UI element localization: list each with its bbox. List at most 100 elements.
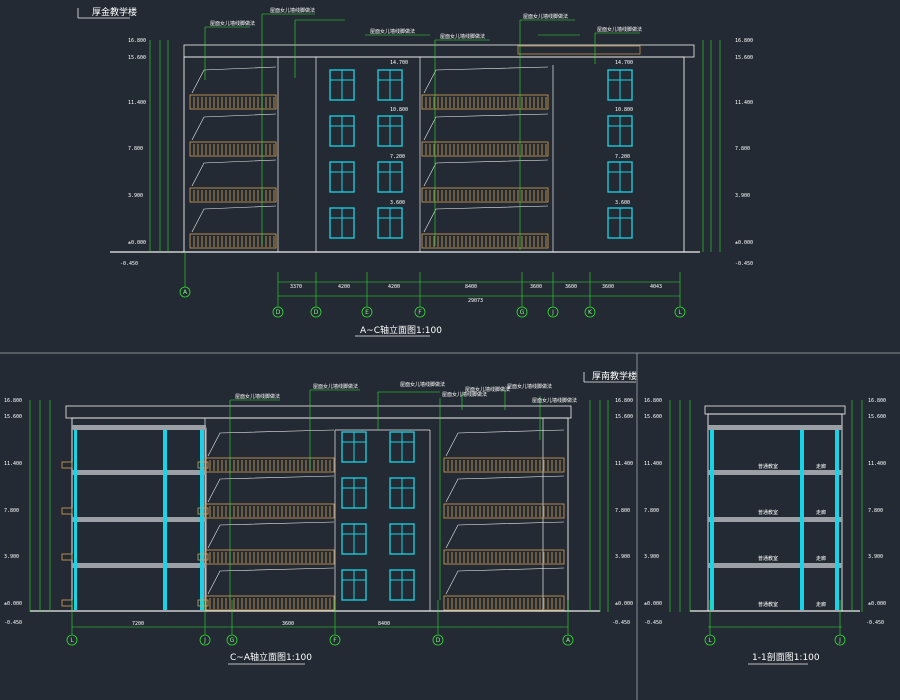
- leader-note: 屋面女儿墙线脚做法: [523, 13, 568, 20]
- axis-marker: F: [329, 600, 341, 646]
- balcony-rail: [443, 549, 565, 565]
- eave-line: [191, 159, 277, 187]
- balcony: [443, 521, 565, 565]
- axis-label: J: [203, 637, 206, 644]
- top-windows: [329, 69, 633, 239]
- axis-label: F: [333, 637, 337, 644]
- leader-note: 屋面女儿墙线脚做法: [442, 391, 487, 398]
- axis-label: L: [708, 637, 712, 644]
- leader-note: 屋面女儿墙线脚做法: [370, 28, 415, 35]
- leader-note: 屋面女儿墙线脚做法: [597, 26, 642, 33]
- axis-label: L: [70, 637, 74, 644]
- level-label: 16.800: [735, 38, 753, 44]
- level-label: -0.450: [735, 261, 753, 267]
- axis-circle: [584, 306, 596, 318]
- level-label: 7.800: [615, 508, 630, 514]
- level-label: 7.800: [868, 508, 883, 514]
- bottom-windows: [341, 431, 415, 601]
- bottom-elevation: 厚南教学楼 屋面女儿墙线脚做法 屋面女儿: [4, 370, 637, 665]
- balcony-rail: [205, 595, 335, 611]
- leader-note: 屋面女儿墙线脚做法: [235, 393, 280, 400]
- eave-line: [207, 521, 335, 549]
- eave-line: [207, 429, 335, 457]
- balcony: [421, 205, 549, 249]
- window: [377, 69, 403, 101]
- level-label: 16.800: [644, 398, 662, 404]
- level-label: 16.800: [128, 38, 146, 44]
- dimension-label: 3600: [602, 284, 614, 290]
- window-level: 14.700: [615, 60, 633, 66]
- top-building-tag: 厚金教学楼: [92, 6, 137, 18]
- balcony: [205, 475, 335, 519]
- bottom-dimension-chain: 7200 3600 8400: [72, 621, 568, 628]
- level-label: 7.800: [4, 508, 19, 514]
- top-left-level-ruler: 16.800 15.600 11.400 7.800 3.900 ±0.000 …: [120, 38, 169, 267]
- window: [329, 115, 355, 147]
- balcony-rail: [205, 503, 335, 519]
- balcony-rail: [421, 187, 549, 203]
- balcony-rail: [443, 457, 565, 473]
- level-label: 3.900: [615, 554, 630, 560]
- window: [377, 161, 403, 193]
- balcony-rail: [189, 141, 277, 157]
- axis-label: L: [678, 309, 682, 316]
- level-label: ±0.000: [4, 601, 22, 607]
- balcony-stub: [197, 553, 209, 561]
- axis-circle: [361, 306, 373, 318]
- balcony: [443, 567, 565, 611]
- room-label: 普通教室: [758, 463, 778, 470]
- eave-line: [423, 66, 549, 94]
- axis-circle: [414, 306, 426, 318]
- section-view: 普通教室 走廊 普通教室 走廊 普通教室 走廊 普通教室 走廊 16.800 1…: [644, 398, 886, 665]
- balcony-stub: [197, 507, 209, 515]
- axis-circle: [272, 306, 284, 318]
- balcony-rail: [443, 503, 565, 519]
- leader-note: 屋面女儿墙线脚做法: [507, 383, 552, 390]
- eave-line: [423, 159, 549, 187]
- dimension-label: 4200: [338, 284, 350, 290]
- axis-label: A: [566, 637, 571, 644]
- window: [341, 431, 367, 463]
- axis-label: J: [551, 309, 554, 316]
- level-label: ±0.000: [128, 240, 146, 246]
- eave-line: [423, 205, 549, 233]
- leader-note: 屋面女儿墙线脚做法: [465, 386, 510, 393]
- total-dimension-label: 29073: [468, 298, 483, 304]
- dimension-label: 8400: [378, 621, 390, 627]
- axis-marker: J: [834, 600, 846, 646]
- window: [389, 477, 415, 509]
- window: [607, 161, 633, 193]
- balcony: [189, 66, 277, 110]
- axis-marker: K: [584, 272, 596, 318]
- balcony: [443, 475, 565, 519]
- top-balconies: [189, 66, 549, 249]
- dimension-label: 4043: [650, 284, 662, 290]
- balcony-rail: [421, 94, 549, 110]
- eave-line: [445, 521, 565, 549]
- bottom-parapet: [65, 405, 572, 419]
- dimension-label: 7200: [132, 621, 144, 627]
- window-level: 7.200: [615, 154, 630, 160]
- window-level: 10.800: [390, 107, 408, 113]
- top-parapet: [183, 44, 695, 58]
- bottom-building-outline: [71, 417, 569, 612]
- axis-label: J: [838, 637, 841, 644]
- room-label: 走廊: [816, 601, 826, 608]
- eave-line: [445, 475, 565, 503]
- balcony: [205, 521, 335, 565]
- room-label: 普通教室: [758, 509, 778, 516]
- room-label: 普通教室: [758, 601, 778, 608]
- level-label: 15.600: [644, 414, 662, 420]
- axis-label: K: [588, 309, 593, 316]
- axis-marker: L: [674, 272, 686, 318]
- level-label: ±0.000: [615, 601, 633, 607]
- axis-label: A: [183, 289, 188, 296]
- balcony-stub: [61, 553, 73, 561]
- section-left-level-ruler: 16.800 15.600 11.400 7.800 3.900 ±0.000 …: [644, 398, 691, 626]
- axis-label: G: [230, 637, 235, 644]
- level-label: 3.900: [4, 554, 19, 560]
- level-label: ±0.000: [868, 601, 886, 607]
